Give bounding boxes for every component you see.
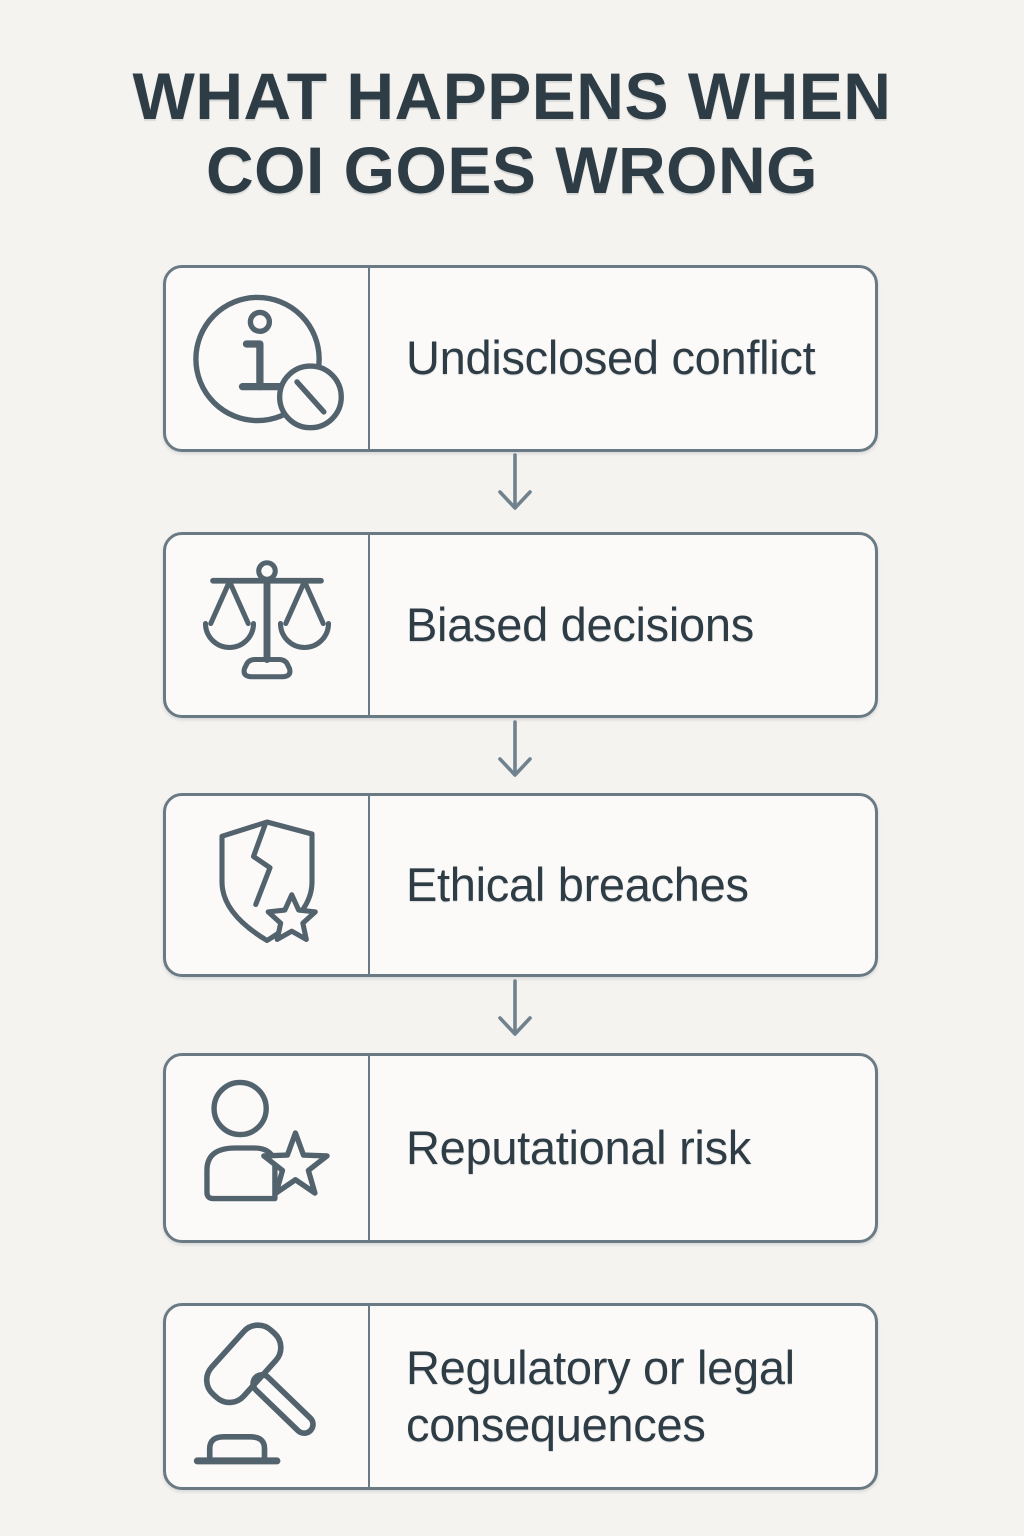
step-label: Regulatory or legal consequences bbox=[406, 1341, 795, 1451]
down-arrow-icon bbox=[498, 979, 532, 1036]
icon-cell bbox=[166, 1056, 370, 1240]
page-title-line-1: WHAT HAPPENS WHEN bbox=[132, 59, 892, 133]
step-box-undisclosed-conflict: Undisclosed conflict bbox=[163, 265, 878, 452]
label-cell: Ethical breaches bbox=[370, 796, 875, 974]
info-prohibited-icon bbox=[193, 294, 344, 430]
icon-cell bbox=[166, 1306, 370, 1487]
label-cell: Reputational risk bbox=[370, 1056, 875, 1240]
icon-cell bbox=[166, 268, 370, 449]
person-star-icon bbox=[204, 1079, 330, 1202]
step-label: Biased decisions bbox=[406, 597, 754, 651]
label-cell: Biased decisions bbox=[370, 535, 875, 715]
down-arrow-icon bbox=[498, 453, 532, 510]
step-label: Undisclosed conflict bbox=[406, 331, 816, 385]
page-title: WHAT HAPPENS WHEN COI GOES WRONG bbox=[0, 59, 1024, 208]
step-box-ethical-breaches: Ethical breaches bbox=[163, 793, 878, 977]
step-box-regulatory-legal-consequences: Regulatory or legal consequences bbox=[163, 1303, 878, 1490]
page-title-line-2: COI GOES WRONG bbox=[205, 132, 819, 207]
step-label: Ethical breaches bbox=[406, 857, 749, 911]
icon-cell bbox=[166, 535, 370, 715]
step-box-biased-decisions: Biased decisions bbox=[163, 532, 878, 718]
step-label: Reputational risk bbox=[406, 1120, 751, 1174]
broken-shield-star-icon bbox=[219, 819, 318, 944]
label-cell: Undisclosed conflict bbox=[370, 268, 875, 449]
gavel-icon bbox=[193, 1321, 316, 1464]
scales-of-justice-icon bbox=[202, 560, 332, 680]
icon-cell bbox=[166, 796, 370, 974]
step-box-reputational-risk: Reputational risk bbox=[163, 1053, 878, 1243]
label-cell: Regulatory or legal consequences bbox=[370, 1306, 875, 1487]
down-arrow-icon bbox=[498, 720, 532, 777]
